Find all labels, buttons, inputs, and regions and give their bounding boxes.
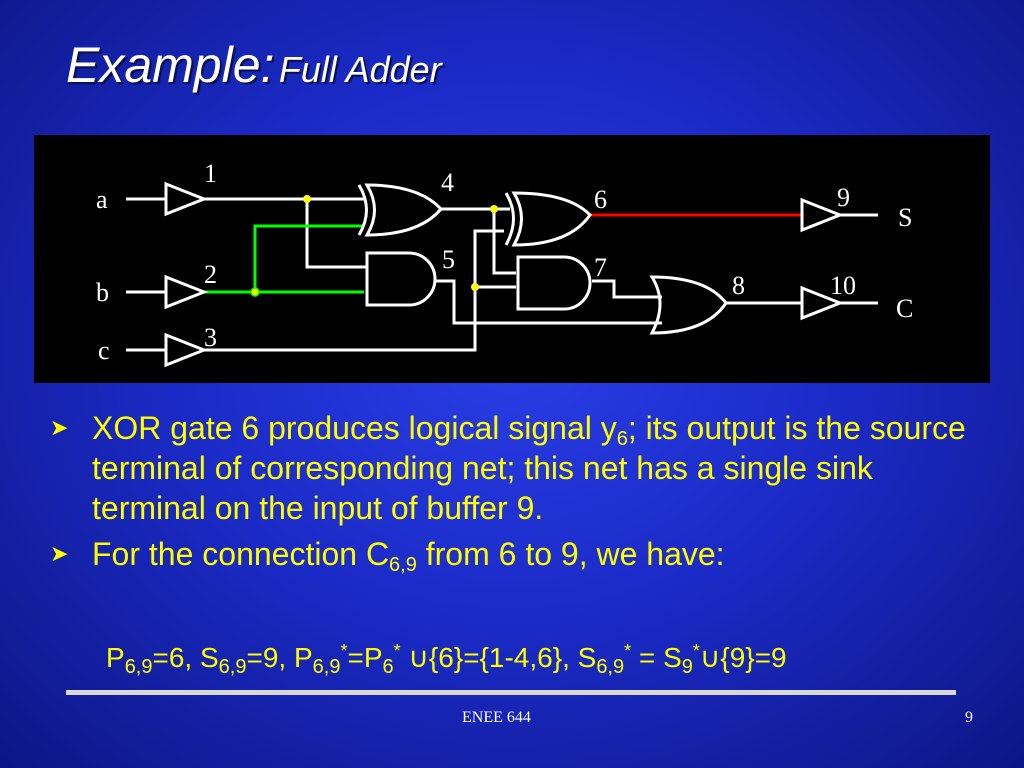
junction-3 bbox=[471, 283, 479, 291]
formula-sub: 9 bbox=[681, 656, 693, 678]
bullet-arrow-icon: ➤ bbox=[50, 541, 69, 566]
formula-part: =P bbox=[347, 642, 383, 673]
bullet-item: ➤ For the connection C6,9 from 6 to 9, w… bbox=[50, 534, 980, 576]
formula-part: ∪{6}={1-4,6}, S bbox=[400, 642, 597, 673]
output-label-c: C bbox=[896, 294, 913, 323]
gate-number-10: 10 bbox=[830, 271, 856, 300]
footer-divider bbox=[66, 690, 956, 695]
bullet-text: For the connection C bbox=[92, 536, 390, 572]
output-label-s: S bbox=[898, 203, 912, 232]
gate-number-5: 5 bbox=[442, 245, 455, 274]
title-main: Example: bbox=[66, 37, 275, 93]
wire-1-5 bbox=[305, 199, 367, 269]
title-sub: Full Adder bbox=[278, 49, 442, 90]
gate-number-9: 9 bbox=[837, 183, 850, 212]
and-5 bbox=[365, 251, 437, 307]
bullet-subscript: 6,9 bbox=[389, 554, 417, 576]
xor-6 bbox=[511, 191, 592, 247]
wire-2-4-green bbox=[253, 224, 364, 292]
wire-5-8 bbox=[435, 279, 662, 325]
buffer-10 bbox=[800, 285, 845, 321]
bullet-text: XOR gate 6 produces logical signal y bbox=[92, 410, 617, 446]
gate-number-3: 3 bbox=[204, 323, 217, 352]
xor-4 bbox=[364, 183, 443, 237]
footer-course: ENEE 644 bbox=[462, 709, 531, 726]
formula-part: = S bbox=[631, 642, 682, 673]
junction-2 bbox=[250, 287, 260, 297]
gate-number-8: 8 bbox=[732, 271, 745, 300]
footer-page-number: 9 bbox=[965, 709, 973, 726]
or-8 bbox=[649, 275, 728, 335]
junction-1 bbox=[303, 195, 311, 203]
buffer-1 bbox=[164, 181, 209, 217]
formula-part: ∪{9}=9 bbox=[699, 642, 787, 673]
buffer-9 bbox=[800, 197, 845, 233]
gate-number-4: 4 bbox=[441, 168, 454, 197]
xor-4-back bbox=[357, 184, 368, 236]
bullet-arrow-icon: ➤ bbox=[50, 415, 69, 440]
formula-sub: 6,9 bbox=[596, 656, 625, 678]
formula-part: =6, S bbox=[152, 642, 219, 673]
circuit-diagram: a b c S C 1 2 3 4 5 6 7 8 9 10 bbox=[34, 135, 990, 383]
buffer-2 bbox=[164, 274, 209, 310]
formula-sup: * bbox=[393, 641, 401, 661]
gate-number-1: 1 bbox=[204, 159, 217, 188]
formula-part: =9, P bbox=[246, 642, 313, 673]
junction-4 bbox=[490, 205, 498, 213]
wire-7-8 bbox=[592, 279, 662, 299]
bullet-subscript: 6 bbox=[616, 428, 628, 450]
formula-sub: 6 bbox=[382, 656, 394, 678]
bullet-text: from 6 to 9, we have: bbox=[416, 536, 725, 572]
formula-sup: * bbox=[340, 641, 348, 661]
bullet-text: ; its output is the source terminal of c… bbox=[92, 410, 966, 526]
wire-4-7 bbox=[492, 209, 516, 275]
formula-part: P bbox=[106, 642, 125, 673]
formula-sup: * bbox=[692, 641, 700, 661]
bullet-list: ➤ XOR gate 6 produces logical signal y6;… bbox=[50, 408, 980, 580]
formula-sub: 6,9 bbox=[312, 656, 341, 678]
formula-line: P6,9=6, S6,9=9, P6,9*=P6* ∪{6}={1-4,6}, … bbox=[106, 638, 787, 678]
gate-number-2: 2 bbox=[204, 260, 217, 289]
and-7 bbox=[516, 255, 592, 311]
gate-number-7: 7 bbox=[594, 253, 607, 282]
formula-sup: * bbox=[624, 641, 632, 661]
gate-number-6: 6 bbox=[594, 185, 607, 214]
input-label-b: b bbox=[96, 278, 109, 307]
formula-sub: 6,9 bbox=[218, 656, 247, 678]
input-label-c: c bbox=[98, 336, 110, 365]
xor-6-back bbox=[504, 192, 515, 246]
input-label-a: a bbox=[96, 185, 108, 214]
bullet-item: ➤ XOR gate 6 produces logical signal y6;… bbox=[50, 408, 980, 528]
buffer-3 bbox=[164, 332, 209, 368]
formula-sub: 6,9 bbox=[124, 656, 153, 678]
slide-title: Example: Full Adder bbox=[66, 36, 442, 94]
